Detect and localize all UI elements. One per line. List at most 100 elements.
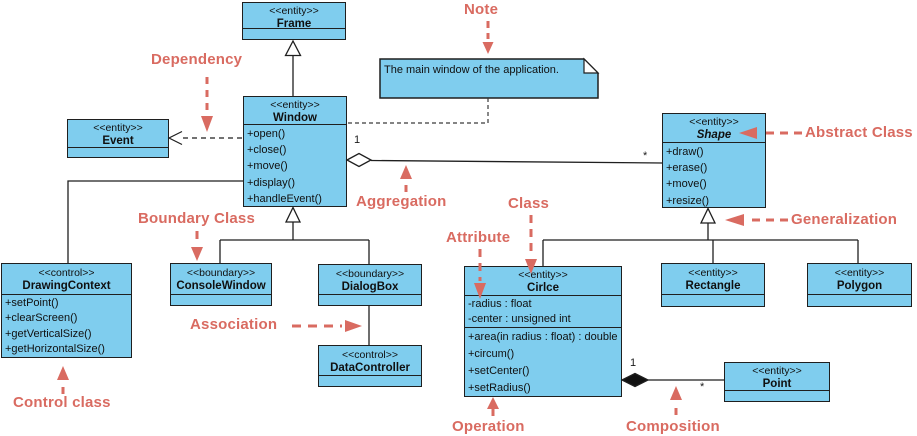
- class-drawing-context: <<control>> DrawingContext +setPoint() +…: [1, 263, 132, 358]
- console-window-empty-compartment: [171, 295, 271, 305]
- composition-multiplicity-one: 1: [630, 357, 637, 369]
- class-polygon: <<entity>> Polygon: [807, 263, 912, 307]
- drawing-context-name: DrawingContext: [22, 280, 111, 292]
- operation-arrow: [487, 397, 499, 416]
- annotation-dependency: Dependency: [151, 51, 243, 68]
- operation-row: +handleEvent(): [247, 192, 322, 205]
- note-anchor-line: [348, 98, 489, 124]
- circle-stereotype: <<entity>>: [518, 269, 568, 281]
- event-empty-compartment: [68, 148, 168, 157]
- aggregation-window-shape: [345, 152, 663, 168]
- annotation-generalization: Generalization: [791, 211, 898, 228]
- window-operations: +open() +close() +move() +display() +han…: [244, 125, 346, 207]
- rectangle-stereotype: <<entity>>: [688, 267, 738, 279]
- operation-row: +setRadius(): [468, 382, 531, 394]
- operation-row: +move(): [666, 178, 707, 191]
- annotation-composition: Composition: [626, 418, 720, 435]
- operation-row: +clearScreen(): [5, 312, 78, 325]
- circle-attributes: -radius : float -center : unsigned int: [465, 296, 621, 328]
- annotation-boundary-class: Boundary Class: [138, 210, 255, 227]
- annotation-aggregation: Aggregation: [356, 193, 447, 210]
- frame-stereotype: <<entity>>: [269, 5, 319, 17]
- class-point: <<entity>> Point: [724, 362, 830, 402]
- annotation-note: Note: [464, 1, 499, 18]
- association-arrow: [292, 320, 362, 332]
- class-console-window: <<boundary>> ConsoleWindow: [170, 263, 272, 306]
- frame-empty-compartment: [243, 29, 345, 39]
- point-stereotype: <<entity>>: [752, 365, 802, 377]
- attribute-row: -center : unsigned int: [468, 313, 571, 326]
- circle-operations: +area(in radius : float) : double +circu…: [465, 328, 621, 397]
- operation-row: +getHorizontalSize(): [5, 342, 105, 355]
- console-window-stereotype: <<boundary>>: [186, 267, 256, 279]
- window-name: Window: [273, 112, 317, 124]
- class-frame: <<entity>> Frame: [242, 2, 346, 40]
- note-fold-corner: [583, 57, 600, 74]
- data-controller-empty-compartment: [319, 376, 421, 386]
- generalization-arrow: [725, 214, 788, 226]
- rectangle-empty-compartment: [662, 295, 764, 306]
- annotation-abstract-class: Abstract Class: [805, 124, 913, 141]
- data-controller-stereotype: <<control>>: [341, 349, 399, 361]
- operation-row: +circum(): [468, 348, 515, 360]
- operation-row: +area(in radius : float) : double: [468, 331, 618, 343]
- annotation-operation: Operation: [452, 418, 525, 435]
- note-arrow: [482, 21, 494, 54]
- aggregation-arrow: [400, 165, 412, 192]
- dependency-arrow: [201, 77, 213, 132]
- circle-name: Cirlce: [527, 282, 559, 294]
- operation-row: +move(): [247, 160, 288, 173]
- annotation-class: Class: [508, 195, 550, 212]
- annotation-control-class: Control class: [13, 394, 111, 411]
- operation-row: +close(): [247, 144, 287, 157]
- class-window: <<entity>> Window +open() +close() +move…: [243, 96, 347, 207]
- class-shape: <<entity>> Shape +draw() +erase() +move(…: [662, 113, 766, 208]
- class-data-controller: <<control>> DataController: [318, 345, 422, 387]
- shape-name: Shape: [696, 129, 732, 141]
- annotation-association: Association: [190, 316, 278, 333]
- attribute-row: -radius : float: [468, 298, 532, 310]
- polygon-empty-compartment: [808, 295, 911, 306]
- frame-name: Frame: [276, 18, 312, 30]
- point-empty-compartment: [725, 391, 829, 401]
- class-circle: <<entity>> Cirlce -radius : float -cente…: [464, 266, 622, 397]
- operation-row: +getVerticalSize(): [5, 327, 92, 340]
- operation-row: +resize(): [666, 194, 710, 207]
- rectangle-name: Rectangle: [685, 280, 741, 292]
- operation-row: +open(): [247, 128, 286, 140]
- aggregation-multiplicity-many: *: [643, 150, 648, 162]
- event-name: Event: [102, 135, 134, 147]
- dialog-box-empty-compartment: [319, 295, 421, 305]
- event-stereotype: <<entity>>: [93, 122, 143, 134]
- operation-row: +setCenter(): [468, 365, 530, 377]
- shape-stereotype: <<entity>>: [689, 116, 739, 128]
- composition-multiplicity-many: *: [700, 381, 705, 393]
- control-class-arrow: [57, 366, 69, 394]
- point-name: Point: [762, 378, 792, 390]
- operation-row: +draw(): [666, 146, 704, 158]
- drawing-context-operations: +setPoint() +clearScreen() +getVerticalS…: [2, 295, 131, 357]
- boundary-class-arrow: [191, 231, 203, 261]
- shape-operations: +draw() +erase() +move() +resize(): [663, 143, 765, 209]
- aggregation-multiplicity-one: 1: [354, 134, 361, 146]
- dialog-box-stereotype: <<boundary>>: [335, 268, 405, 280]
- generalization-window-frame: [284, 39, 302, 96]
- window-stereotype: <<entity>>: [270, 99, 320, 111]
- dependency-window-event: [167, 130, 242, 146]
- operation-row: +display(): [247, 176, 295, 189]
- class-rectangle: <<entity>> Rectangle: [661, 263, 765, 307]
- console-window-name: ConsoleWindow: [176, 280, 266, 292]
- polygon-stereotype: <<entity>>: [834, 267, 885, 279]
- drawing-context-stereotype: <<control>>: [38, 267, 95, 279]
- operation-row: +erase(): [666, 162, 708, 175]
- polygon-name: Polygon: [836, 280, 883, 292]
- class-dialog-box: <<boundary>> DialogBox: [318, 264, 422, 306]
- note-body-text: The main window of the application.: [384, 64, 559, 76]
- composition-circle-point: [620, 372, 724, 388]
- operation-row: +setPoint(): [5, 297, 59, 310]
- class-event: <<entity>> Event: [67, 119, 169, 158]
- dialog-box-name: DialogBox: [341, 281, 399, 293]
- data-controller-name: DataController: [330, 362, 410, 374]
- annotation-attribute: Attribute: [446, 229, 511, 246]
